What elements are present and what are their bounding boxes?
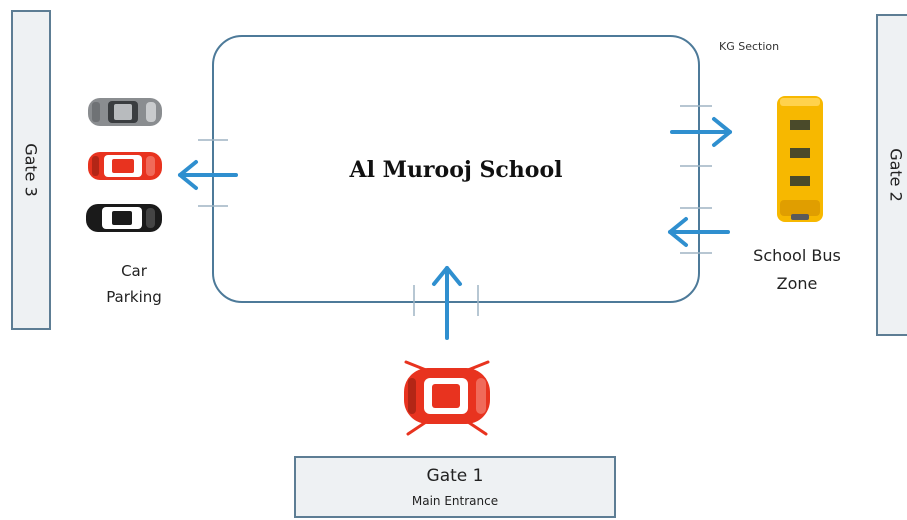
car-black-icon xyxy=(86,204,162,232)
gate-1-sublabel: Main Entrance xyxy=(411,494,499,508)
gate-1: Gate 1 Main Entrance xyxy=(294,456,616,518)
car-red-icon xyxy=(88,152,162,180)
kg-section-label: KG Section xyxy=(719,40,780,53)
car-parking-label-line1: Car xyxy=(121,262,147,280)
car-parking-label-line2: Parking xyxy=(106,288,162,306)
arrow-from-bus-zone xyxy=(668,217,730,247)
gate-2: Gate 2 xyxy=(876,14,907,336)
gate-1-label: Gate 1 xyxy=(426,466,484,486)
gate-3: Gate 3 xyxy=(11,10,51,330)
school-title: Al Murooj School xyxy=(349,157,563,183)
car-entering-icon xyxy=(404,360,490,436)
arrow-entrance xyxy=(432,266,462,340)
arrow-to-bus-zone xyxy=(670,117,732,147)
car-silver-icon xyxy=(88,98,162,126)
school-bus-icon xyxy=(777,96,823,222)
door-ticks-bottom xyxy=(413,285,479,316)
bus-zone-label: School Bus Zone xyxy=(735,242,859,298)
car-parking-label: Car Parking xyxy=(82,258,186,310)
arrow-to-parking xyxy=(178,160,238,190)
bus-zone-label-line2: Zone xyxy=(776,274,818,293)
door-ticks-left xyxy=(198,139,228,207)
school-building: Al Murooj School xyxy=(212,35,700,303)
bus-zone-label-line1: School Bus xyxy=(753,246,841,265)
door-ticks-right xyxy=(680,105,712,254)
